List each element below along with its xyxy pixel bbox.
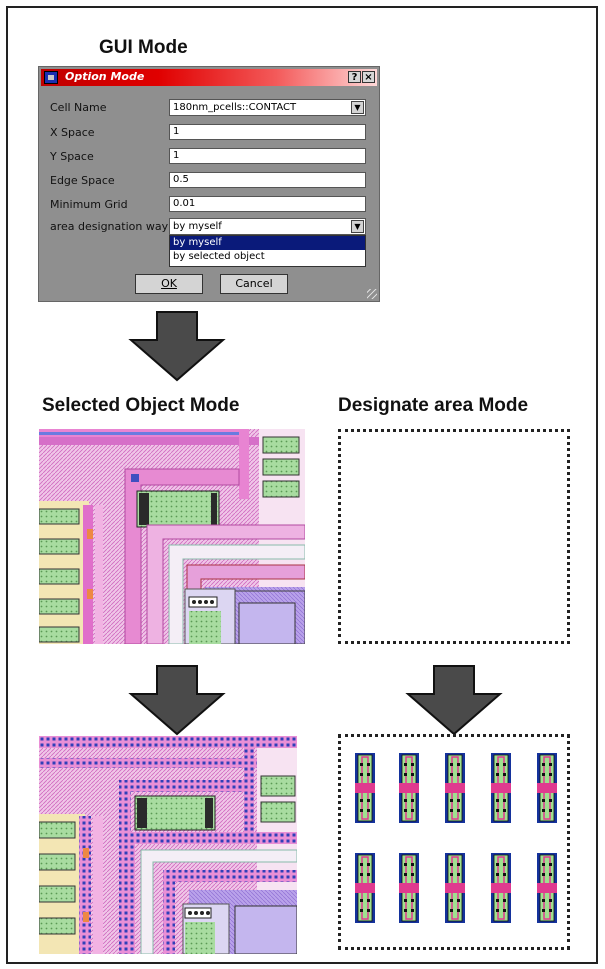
layout-before-image — [39, 429, 305, 644]
cell-name-value: 180nm_pcells::CONTACT — [173, 102, 297, 113]
contact-cell — [444, 752, 466, 824]
selected-object-mode-title: Selected Object Mode — [42, 395, 240, 416]
help-button[interactable]: ? — [348, 71, 361, 83]
contact-cell — [398, 852, 420, 924]
area-designation-label: area designation way — [50, 220, 169, 233]
minimum-grid-label: Minimum Grid — [50, 198, 128, 211]
designate-area-mode-title: Designate area Mode — [338, 395, 529, 416]
option-by-selected-object[interactable]: by selected object — [173, 251, 265, 262]
contact-cell — [536, 852, 558, 924]
edge-space-label: Edge Space — [50, 174, 115, 187]
y-space-field[interactable]: 1 — [169, 148, 366, 164]
cell-name-select[interactable]: 180nm_pcells::CONTACT ▼ — [169, 99, 366, 116]
contact-cell — [354, 852, 376, 924]
ok-button[interactable]: OK — [135, 274, 203, 294]
resize-grip[interactable] — [367, 289, 377, 299]
x-space-label: X Space — [50, 126, 95, 139]
cancel-button[interactable]: Cancel — [220, 274, 288, 294]
minimum-grid-field[interactable]: 0.01 — [169, 196, 366, 212]
contact-cell — [490, 852, 512, 924]
chevron-down-icon[interactable]: ▼ — [351, 101, 364, 114]
cell-name-label: Cell Name — [50, 101, 107, 114]
ok-label: OK — [161, 277, 177, 290]
app-icon — [44, 71, 58, 84]
contact-cell-array — [354, 752, 558, 924]
contact-cell — [444, 852, 466, 924]
option-by-myself[interactable]: by myself — [170, 236, 365, 250]
down-arrow-icon — [128, 311, 226, 382]
edge-space-field[interactable]: 0.5 — [169, 172, 366, 188]
area-designation-select[interactable]: by myself ▼ — [169, 218, 366, 235]
cancel-label: Cancel — [235, 277, 273, 290]
layout-before-drawing — [39, 429, 305, 644]
down-arrow-icon — [128, 665, 226, 736]
contact-cell — [490, 752, 512, 824]
designate-area-filled-box — [338, 734, 570, 950]
layout-after-image — [39, 736, 297, 954]
close-button[interactable]: × — [362, 71, 375, 83]
area-designation-dropdown: by myself by selected object — [169, 235, 366, 267]
dialog-titlebar[interactable]: Option Mode ? × — [41, 69, 377, 86]
area-designation-value: by myself — [173, 221, 222, 232]
contact-cell — [536, 752, 558, 824]
y-space-label: Y Space — [50, 150, 94, 163]
chevron-down-icon[interactable]: ▼ — [351, 220, 364, 233]
dialog-title: Option Mode — [65, 70, 145, 83]
x-space-field[interactable]: 1 — [169, 124, 366, 140]
contact-cell — [398, 752, 420, 824]
gui-mode-title: GUI Mode — [99, 37, 188, 58]
contact-cell — [354, 752, 376, 824]
layout-after-drawing — [39, 736, 297, 954]
down-arrow-icon — [405, 665, 503, 736]
option-mode-dialog: Option Mode ? × Cell Name 180nm_pcells::… — [38, 66, 380, 302]
designate-area-empty-box — [338, 429, 570, 644]
